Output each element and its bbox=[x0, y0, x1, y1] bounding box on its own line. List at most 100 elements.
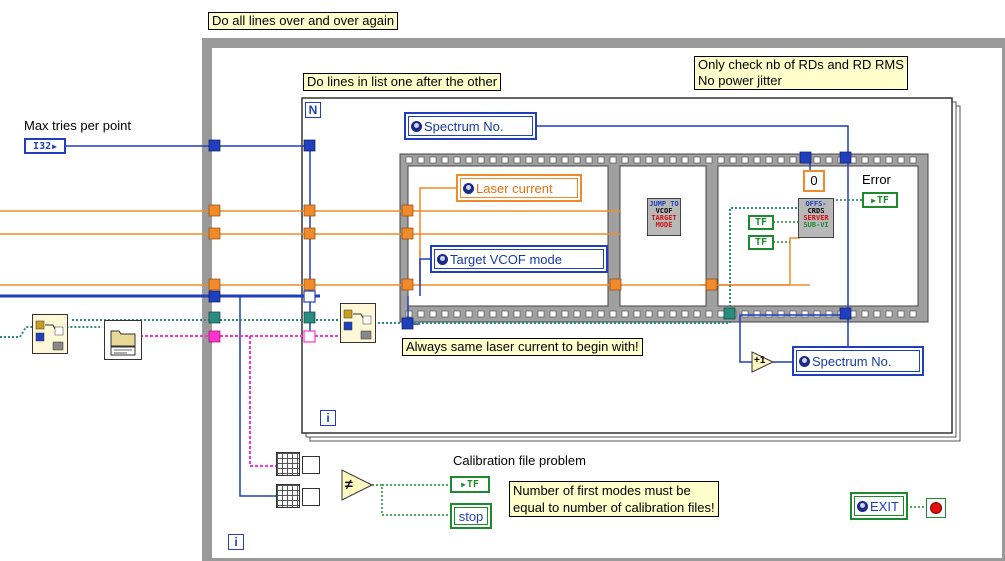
offs-line-2: CRDS bbox=[807, 207, 825, 215]
film-hole bbox=[477, 310, 485, 318]
film-hole bbox=[489, 310, 497, 318]
film-hole bbox=[741, 156, 749, 164]
jump-line-4: MODE bbox=[655, 221, 673, 229]
film-hole bbox=[513, 310, 521, 318]
film-hole bbox=[717, 156, 725, 164]
array-size-icon[interactable] bbox=[276, 484, 300, 508]
globe-icon bbox=[411, 120, 422, 132]
film-hole bbox=[609, 156, 617, 164]
film-hole bbox=[537, 156, 545, 164]
film-hole bbox=[897, 156, 905, 164]
film-hole bbox=[633, 310, 641, 318]
not-equal-label: ≠ bbox=[345, 476, 353, 492]
spectrum-no-local-bottom[interactable]: Spectrum No. bbox=[792, 346, 924, 376]
loop-count-terminal[interactable]: N bbox=[305, 102, 321, 118]
film-hole bbox=[693, 310, 701, 318]
label-max-tries: Max tries per point bbox=[24, 118, 131, 133]
note-check-line1: Only check nb of RDs and RD RMS bbox=[698, 57, 904, 72]
film-hole bbox=[801, 310, 809, 318]
offs-crds-server-subvi[interactable]: OFFS- CRDS SERVER SUB-VI bbox=[798, 198, 834, 238]
stop-terminal[interactable]: stop bbox=[450, 503, 492, 529]
film-hole bbox=[681, 156, 689, 164]
film-hole bbox=[621, 310, 629, 318]
spectrum-no-local-top[interactable]: Spectrum No. bbox=[404, 112, 537, 140]
cluster-unbundle-icon bbox=[35, 320, 64, 351]
loop-condition-terminal[interactable] bbox=[926, 498, 946, 518]
bool-const-1-label: TF bbox=[754, 217, 768, 228]
film-hole bbox=[417, 156, 425, 164]
film-hole bbox=[885, 310, 893, 318]
film-hole bbox=[753, 310, 761, 318]
constant-zero[interactable]: 0 bbox=[803, 170, 825, 192]
film-hole bbox=[777, 310, 785, 318]
film-hole bbox=[729, 156, 737, 164]
film-hole bbox=[885, 156, 893, 164]
film-hole bbox=[741, 310, 749, 318]
film-hole bbox=[657, 310, 665, 318]
spectrum-no-top-label: Spectrum No. bbox=[424, 118, 504, 134]
film-hole bbox=[429, 310, 437, 318]
film-hole bbox=[609, 310, 617, 318]
error-indicator[interactable]: ▶TF bbox=[862, 192, 898, 208]
cluster-unbundle-subvi-inner[interactable] bbox=[340, 303, 376, 343]
while-loop-frame bbox=[202, 38, 1005, 561]
calibration-problem-indicator[interactable]: ▶TF bbox=[450, 476, 490, 493]
offs-line-4: SUB-VI bbox=[803, 221, 829, 229]
film-hole bbox=[429, 156, 437, 164]
index-array-icon bbox=[302, 456, 320, 474]
film-hole bbox=[693, 156, 701, 164]
film-hole bbox=[657, 156, 665, 164]
film-hole bbox=[525, 310, 533, 318]
film-hole bbox=[897, 310, 905, 318]
bool-constant-2[interactable]: TF bbox=[748, 235, 774, 250]
film-hole bbox=[813, 156, 821, 164]
film-hole bbox=[597, 156, 605, 164]
laser-current-local[interactable]: Laser current bbox=[456, 174, 582, 202]
exit-local[interactable]: EXIT bbox=[850, 492, 908, 520]
bool-constant-1[interactable]: TF bbox=[748, 215, 774, 230]
offs-line-3: SERVER bbox=[803, 214, 829, 222]
film-hole bbox=[681, 310, 689, 318]
film-hole bbox=[561, 310, 569, 318]
error-indicator-label: TF bbox=[876, 194, 889, 206]
note-for-loop: Do lines in list one after the other bbox=[303, 73, 502, 91]
jump-to-vcof-subvi[interactable]: JUMP TO VCOF TARGET MODE bbox=[647, 198, 681, 236]
label-cal-problem: Calibration file problem bbox=[453, 453, 586, 468]
array-size-icon[interactable] bbox=[276, 452, 300, 476]
film-hole bbox=[825, 156, 833, 164]
while-iteration-terminal[interactable]: i bbox=[228, 534, 244, 550]
film-hole bbox=[585, 156, 593, 164]
cluster-unbundle-subvi-left[interactable] bbox=[32, 314, 68, 354]
film-hole bbox=[777, 156, 785, 164]
globe-icon bbox=[437, 253, 448, 265]
increment-label: +1 bbox=[754, 355, 766, 366]
film-hole bbox=[477, 156, 485, 164]
film-hole bbox=[405, 310, 413, 318]
globe-icon bbox=[799, 355, 810, 367]
for-iteration-terminal[interactable]: i bbox=[320, 410, 336, 426]
film-hole bbox=[669, 310, 677, 318]
film-hole bbox=[765, 310, 773, 318]
film-hole bbox=[909, 310, 917, 318]
film-hole bbox=[873, 310, 881, 318]
bool-const-2-label: TF bbox=[754, 237, 768, 248]
note-check: Only check nb of RDs and RD RMS No power… bbox=[694, 56, 908, 90]
film-hole bbox=[585, 310, 593, 318]
film-hole bbox=[453, 310, 461, 318]
film-hole bbox=[597, 310, 605, 318]
max-tries-control-terminal[interactable]: I32▶ bbox=[24, 138, 66, 154]
film-hole bbox=[465, 310, 473, 318]
file-dialog-subvi[interactable] bbox=[104, 320, 142, 360]
film-hole bbox=[669, 156, 677, 164]
film-hole bbox=[825, 310, 833, 318]
film-hole bbox=[573, 310, 581, 318]
arrow-right-icon: ▶ bbox=[52, 141, 57, 151]
film-hole bbox=[621, 156, 629, 164]
film-hole bbox=[513, 156, 521, 164]
folder-icon bbox=[110, 330, 136, 356]
film-hole bbox=[465, 156, 473, 164]
max-tries-type: I32 bbox=[33, 140, 52, 152]
target-vcof-mode-local[interactable]: Target VCOF mode bbox=[430, 245, 608, 273]
film-hole bbox=[753, 156, 761, 164]
film-hole bbox=[501, 156, 509, 164]
